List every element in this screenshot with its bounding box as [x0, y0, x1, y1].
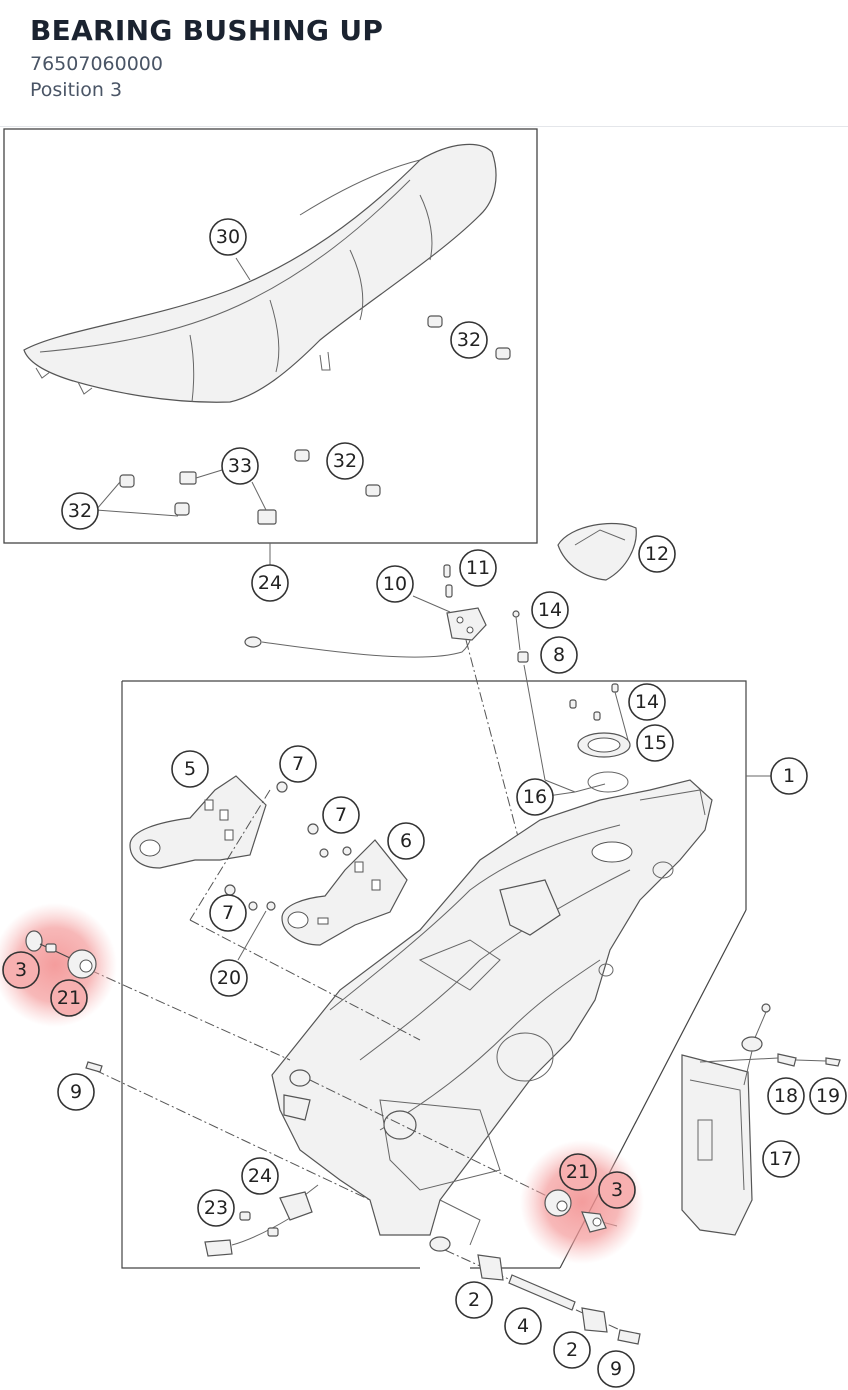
callout-2[interactable]: 2 — [455, 1281, 493, 1319]
svg-text:3: 3 — [15, 959, 27, 981]
svg-text:14: 14 — [635, 691, 659, 713]
svg-text:10: 10 — [383, 573, 407, 595]
svg-text:11: 11 — [466, 557, 490, 579]
callout-30[interactable]: 24 — [251, 564, 289, 602]
svg-text:24: 24 — [248, 1165, 272, 1187]
highlight-glow-right — [520, 1140, 644, 1264]
part-header: BEARING BUSHING UP 76507060000 Position … — [0, 0, 848, 127]
callout-7[interactable]: 7 — [322, 796, 360, 834]
part-position: Position 3 — [30, 79, 123, 101]
callout-6[interactable]: 6 — [387, 822, 425, 860]
svg-text:1: 1 — [783, 765, 795, 787]
callout-10[interactable]: 10 — [376, 565, 414, 603]
svg-text:7: 7 — [222, 902, 234, 924]
svg-text:12: 12 — [645, 543, 669, 565]
svg-text:33: 33 — [228, 455, 252, 477]
callout-9[interactable]: 9 — [597, 1350, 635, 1388]
svg-text:32: 32 — [68, 500, 92, 522]
callout-12[interactable]: 12 — [638, 535, 676, 573]
svg-text:23: 23 — [204, 1197, 228, 1219]
callout-1[interactable]: 1 — [770, 757, 808, 795]
callout-7[interactable]: 7 — [209, 894, 247, 932]
callout-33[interactable]: 33 — [221, 447, 259, 485]
svg-text:21: 21 — [566, 1161, 590, 1183]
callout-24[interactable]: 24 — [241, 1157, 279, 1195]
part-title: BEARING BUSHING UP — [30, 14, 384, 47]
callout-5[interactable]: 5 — [171, 750, 209, 788]
callout-18[interactable]: 18 — [767, 1077, 805, 1115]
svg-text:6: 6 — [400, 830, 412, 852]
svg-text:16: 16 — [523, 786, 547, 808]
frame-group-frame — [122, 680, 747, 910]
callout-3-highlighted[interactable]: 3 — [598, 1171, 636, 1209]
callout-8[interactable]: 8 — [540, 636, 578, 674]
callout-14[interactable]: 14 — [531, 591, 569, 629]
seat-hardware — [95, 315, 511, 525]
highlighted-bushing-parts — [25, 930, 607, 1233]
callout-32[interactable]: 32 — [326, 442, 364, 480]
wiring-parts — [204, 1184, 319, 1257]
svg-text:9: 9 — [70, 1081, 82, 1103]
svg-text:15: 15 — [643, 732, 667, 754]
callout-23[interactable]: 23 — [197, 1189, 235, 1227]
svg-text:24: 24 — [258, 572, 282, 594]
svg-text:2: 2 — [468, 1289, 480, 1311]
bracket-parts — [129, 775, 421, 1041]
svg-text:7: 7 — [292, 753, 304, 775]
cover-parts — [681, 1003, 841, 1236]
cable-parts — [244, 522, 637, 921]
svg-text:32: 32 — [333, 450, 357, 472]
svg-text:30: 30 — [216, 226, 240, 248]
callout-9[interactable]: 9 — [57, 1073, 95, 1111]
bushing-assembly — [85, 969, 641, 1345]
svg-text:4: 4 — [517, 1315, 529, 1337]
callout-3-highlighted[interactable]: 3 — [2, 951, 40, 989]
callout-14[interactable]: 14 — [628, 683, 666, 721]
callout-numbers: 30 32 32 32 33 24 10 11 12 14 8 14 15 16… — [2, 218, 847, 1388]
svg-text:9: 9 — [610, 1358, 622, 1380]
frame-drawing — [271, 779, 713, 1252]
callout-19[interactable]: 19 — [809, 1077, 847, 1115]
callout-11[interactable]: 11 — [459, 549, 497, 587]
part-number: 76507060000 — [30, 53, 163, 75]
callout-2[interactable]: 2 — [553, 1331, 591, 1369]
svg-text:32: 32 — [457, 329, 481, 351]
callout-32[interactable]: 32 — [61, 492, 99, 530]
svg-text:20: 20 — [217, 967, 241, 989]
callout-4[interactable]: 4 — [504, 1307, 542, 1345]
callout-7[interactable]: 7 — [279, 745, 317, 783]
svg-text:18: 18 — [774, 1085, 798, 1107]
seat-drawing — [23, 143, 497, 403]
callout-21-highlighted[interactable]: 21 — [50, 979, 88, 1017]
callout-16[interactable]: 16 — [516, 778, 554, 816]
svg-text:7: 7 — [335, 804, 347, 826]
callout-31[interactable]: 30 — [209, 218, 247, 256]
svg-text:2: 2 — [566, 1339, 578, 1361]
svg-text:8: 8 — [553, 644, 565, 666]
callout-15[interactable]: 15 — [636, 724, 674, 762]
callout-21-highlighted[interactable]: 21 — [559, 1153, 597, 1191]
svg-text:5: 5 — [184, 758, 196, 780]
svg-text:14: 14 — [538, 599, 562, 621]
callout-32[interactable]: 32 — [450, 321, 488, 359]
callout-17[interactable]: 17 — [762, 1140, 800, 1178]
svg-text:3: 3 — [611, 1179, 623, 1201]
svg-text:21: 21 — [57, 987, 81, 1009]
callout-20[interactable]: 20 — [210, 959, 248, 997]
svg-text:19: 19 — [816, 1085, 840, 1107]
svg-text:17: 17 — [769, 1148, 793, 1170]
